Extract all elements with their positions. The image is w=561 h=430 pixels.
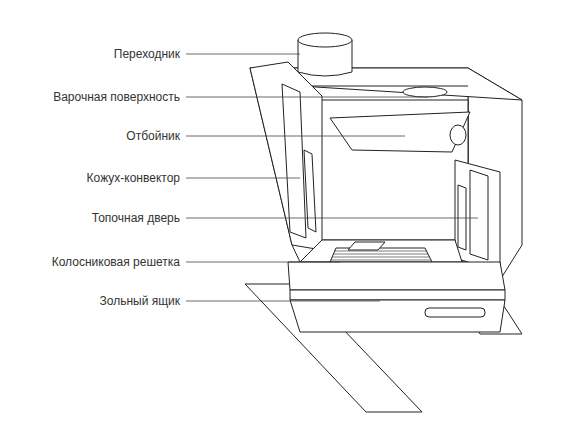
grate-bars [331, 251, 431, 260]
ash-box [290, 300, 505, 332]
leader-line [186, 262, 340, 263]
firebox-floor [300, 240, 462, 262]
ash-box-top [290, 290, 505, 300]
leader-line [186, 218, 478, 219]
part-label: Варочная поверхность [53, 90, 180, 104]
part-label: Кожух-конвектор [87, 171, 180, 185]
convector-casing [250, 62, 322, 250]
handle-round [450, 125, 466, 145]
part-label: Зольный ящик [99, 294, 180, 308]
convector-slot [282, 84, 306, 238]
door-slot [458, 185, 466, 250]
part-label: Колосниковая решетка [52, 255, 180, 269]
leader-line [186, 54, 300, 55]
pipe-top [298, 33, 352, 47]
leader-line [186, 178, 300, 179]
leader-lines [186, 54, 478, 301]
part-label: Топочная дверь [92, 211, 180, 225]
grate-plate [348, 242, 385, 250]
door-panel [455, 160, 500, 272]
deflector [330, 112, 470, 152]
grate [330, 248, 432, 262]
door-slot [470, 170, 488, 260]
leader-line [186, 301, 380, 302]
cooking-edge [300, 86, 468, 87]
ash-box-handle [425, 308, 485, 317]
leader-line [186, 136, 405, 137]
base-front [288, 262, 505, 290]
hotplate-hole [403, 87, 447, 97]
convector-slot [304, 150, 316, 232]
part-label: Переходник [114, 47, 180, 61]
part-label: Отбойник [126, 129, 180, 143]
leader-line [186, 97, 428, 98]
